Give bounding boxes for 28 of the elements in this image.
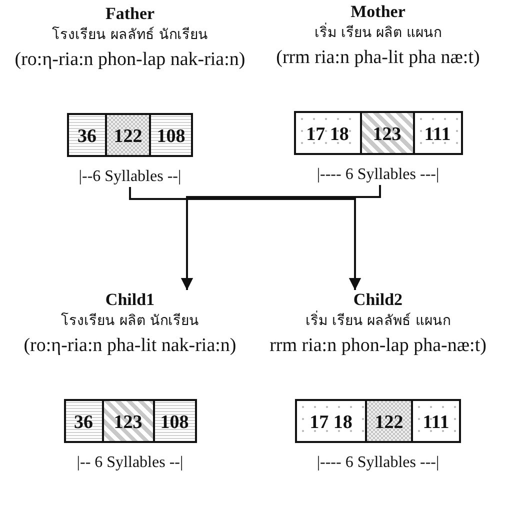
thai-text: เริ่ม เรียน ผลลัพธ์ แผนก bbox=[258, 311, 498, 331]
syllable-cell: 36 bbox=[67, 113, 107, 157]
thai-text: โรงเรียน ผลิต นักเรียน bbox=[60, 312, 200, 331]
syllable-cell: 108 bbox=[149, 113, 193, 157]
syllable-cell: 36 bbox=[64, 399, 104, 443]
syllable-cell: 123 bbox=[360, 111, 414, 155]
name-heading: Child1 bbox=[104, 290, 156, 310]
name-heading: Father bbox=[104, 4, 156, 24]
syllable-count-text: |--6 Syllables --| bbox=[78, 167, 182, 187]
thai-text: โรงเรียน ผลลัทธ์ นักเรียน bbox=[51, 26, 209, 45]
name-heading: Mother bbox=[350, 2, 406, 22]
syllable-count-text: |---- 6 Syllables ---| bbox=[316, 165, 440, 185]
syllable-cell: 17 18 bbox=[295, 399, 367, 443]
syllable-cell: 122 bbox=[365, 399, 413, 443]
romanization-text: (ro:η-ria:n pha-lit nak-ria:n) bbox=[22, 335, 238, 357]
romanization-text: (rrm ria:n pha-lit pha næ:t) bbox=[275, 47, 481, 69]
syllable-cell: 17 18 bbox=[294, 111, 362, 155]
syllable-cell: 111 bbox=[412, 111, 462, 155]
romanization-text: (ro:η-ria:n phon-lap nak-ria:n) bbox=[14, 49, 246, 71]
name-heading: Child2 bbox=[352, 290, 404, 310]
syllable-cell: 108 bbox=[152, 399, 196, 443]
syllable-count-text: |---- 6 Syllables ---| bbox=[316, 453, 440, 473]
thai-text: เริ่ม เรียน ผลิต แผนก bbox=[258, 23, 498, 43]
syllable-count-text: |-- 6 Syllables --| bbox=[76, 453, 184, 473]
romanization-text: rrm ria:n phon-lap pha-næ:t) bbox=[268, 335, 488, 357]
syllable-cell: 111 bbox=[411, 399, 461, 443]
syllable-cell: 122 bbox=[105, 113, 151, 157]
syllable-cell: 123 bbox=[102, 399, 154, 443]
